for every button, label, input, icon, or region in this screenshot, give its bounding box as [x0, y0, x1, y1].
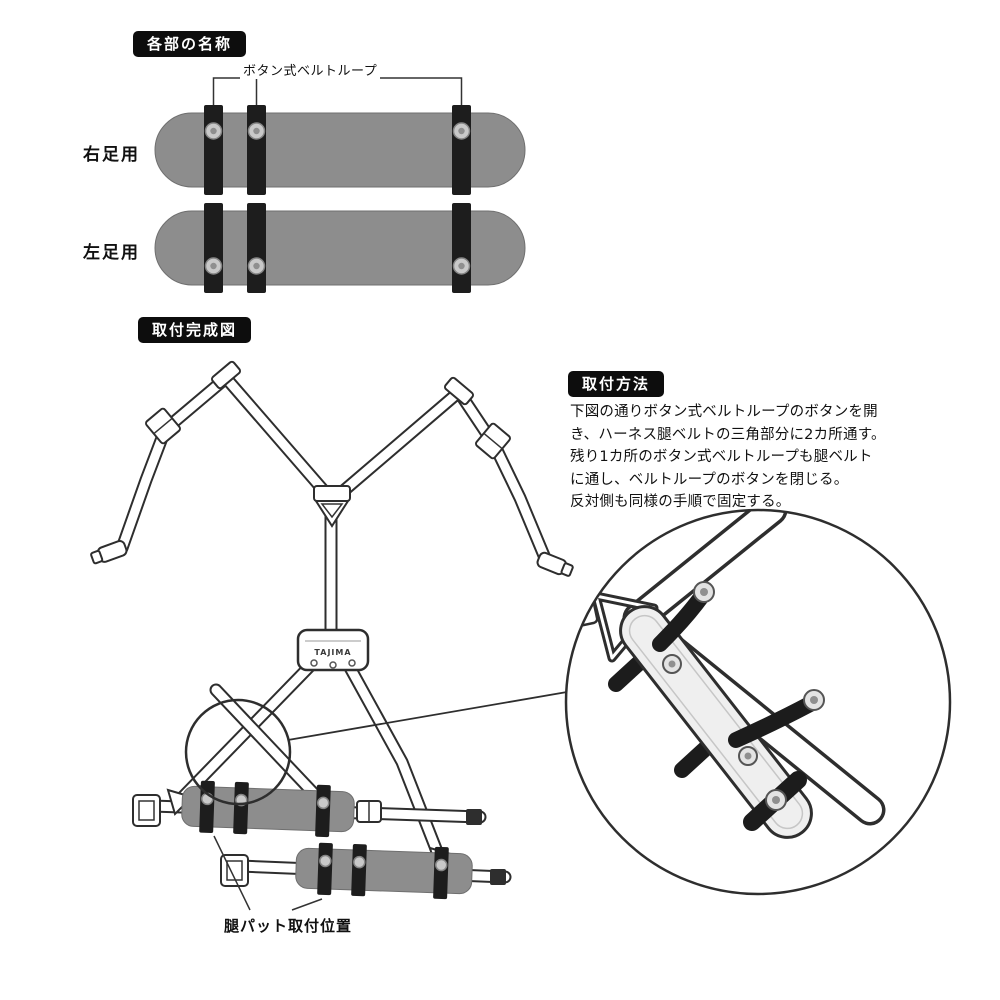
zoom-circle-outline: [564, 508, 952, 896]
section-title-parts: 各部の名称: [133, 31, 247, 57]
button-loop-callout-bracket: [212, 77, 463, 105]
back-pad: TAJIMA: [296, 628, 370, 672]
section-title-completed: 取付完成図: [138, 317, 252, 343]
shoulder-buckle-right: [475, 422, 511, 460]
snap-button: [353, 855, 366, 869]
method-line: き、ハーネス腿ベルトの三角部分に2カ所通す。: [570, 426, 886, 443]
snap-button-center: [210, 127, 217, 135]
method-line: 下図の通りボタン式ベルトループのボタンを開: [570, 404, 878, 420]
thigh-pad: [181, 785, 355, 833]
snap-button: [316, 796, 330, 810]
belt-loop-strap: [233, 781, 249, 835]
belt-loop-strap: [317, 842, 333, 896]
belt-loop-strap: [452, 203, 471, 293]
right-foot-pad: [154, 105, 526, 195]
belt-loop-strap: [204, 203, 223, 293]
open-belt-loop: [728, 696, 818, 748]
button-loop-callout-label: ボタン式ベルトループ: [240, 60, 381, 79]
method-line: 反対側も同様の手順で固定する。: [570, 494, 791, 511]
belt-loop-strap: [247, 203, 266, 293]
belt-loop-under-pad: [608, 654, 648, 692]
snap-button-center: [210, 262, 217, 270]
belt-loop-strap: [247, 105, 266, 195]
side-hook-right: [536, 551, 574, 577]
magnifier-leader-line: [287, 691, 568, 741]
strap-end-tip: [466, 809, 482, 825]
section-title-method: 取付方法: [568, 371, 665, 397]
chest-buckle: [313, 485, 351, 528]
snap-button-center: [253, 262, 260, 270]
left-foot-pad: [154, 203, 526, 293]
shoulder-buckle-left: [145, 407, 181, 445]
leg-pad-assembly-lower: [220, 842, 506, 900]
leg-buckle: [132, 794, 161, 827]
left-foot-label: 左足用: [83, 243, 140, 263]
thigh-pad: [295, 847, 473, 895]
belt-loop-strap: [199, 780, 215, 834]
magnifier-source-circle: [184, 698, 292, 806]
strap-end-tip: [490, 869, 506, 885]
snap-button-center: [458, 262, 465, 270]
leg-pad-position-label: 腿パット取付位置: [224, 917, 353, 935]
belt-loop-strap: [452, 105, 471, 195]
leg-pad-position-leader-lines: [213, 835, 323, 911]
harness-figure: TAJIMA: [90, 360, 574, 900]
shoulder-strap-loop-right: [444, 376, 474, 406]
belt-loop-strap: [315, 784, 331, 838]
method-line: 残り1カ所のボタン式ベルトループも腿ベルト: [570, 449, 873, 466]
snap-button-center: [458, 127, 465, 135]
side-hook-left: [90, 540, 128, 565]
shoulder-strap-loop-left: [211, 360, 241, 390]
rivet: [348, 659, 356, 667]
snap-button-center: [253, 127, 260, 135]
snap-button: [319, 854, 332, 868]
belt-loop-under-pad: [674, 740, 714, 778]
method-line: に通し、ベルトループのボタンを閉じる。: [570, 471, 849, 488]
belt-loop-strap: [204, 105, 223, 195]
belt-loop-strap: [433, 846, 449, 900]
brand-text: TAJIMA: [314, 648, 351, 657]
method-instructions: 下図の通りボタン式ベルトループのボタンを開 き、ハーネス腿ベルトの三角部分に2カ…: [570, 401, 926, 514]
snap-button: [434, 858, 448, 872]
strap-adjuster: [356, 800, 382, 823]
leg-pad-zoom-detail: [564, 508, 952, 896]
belt-loop-strap: [351, 843, 367, 897]
rivet: [310, 659, 318, 667]
right-foot-label: 右足用: [83, 145, 140, 165]
rivet: [329, 661, 337, 669]
